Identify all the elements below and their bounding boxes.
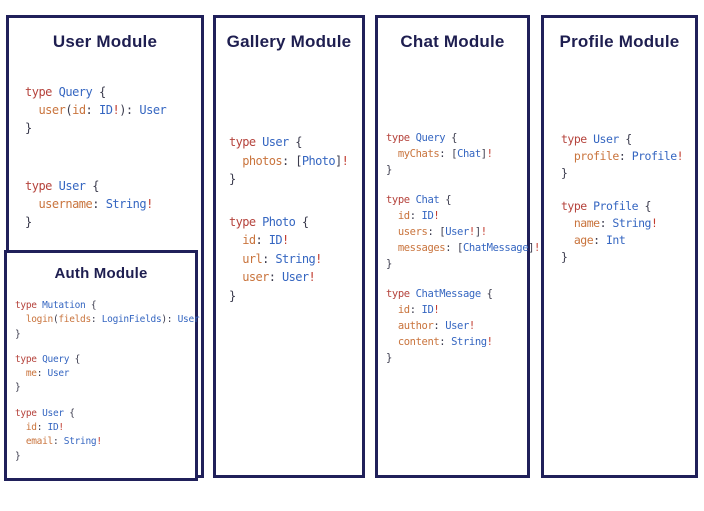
gallery-module-title: Gallery Module (226, 32, 352, 51)
auth-module-code: type Mutation { login(fields: LoginField… (15, 300, 200, 462)
profile-module-code: type User { profile: Profile!}type Profi… (561, 132, 684, 264)
profile-module-title: Profile Module (559, 32, 680, 51)
user-module-code: type Query { user(id: ID!): User}type Us… (25, 85, 167, 229)
chat-module-code: type Query { myChats: [Chat]!}type Chat … (386, 132, 540, 364)
auth-module-title: Auth Module (54, 265, 148, 282)
auth-module-panel: Auth Module type Mutation { login(fields… (4, 250, 200, 481)
gallery-module-panel: Gallery Module type User { photos: [Phot… (213, 15, 365, 478)
profile-module-panel: Profile Module type User { profile: Prof… (541, 15, 698, 478)
chat-module-panel: Chat Module type Query { myChats: [Chat]… (375, 15, 540, 478)
chat-module-title: Chat Module (400, 32, 505, 51)
user-module-title: User Module (52, 32, 158, 51)
gallery-module-code: type User { photos: [Photo]!}type Photo … (229, 135, 349, 303)
